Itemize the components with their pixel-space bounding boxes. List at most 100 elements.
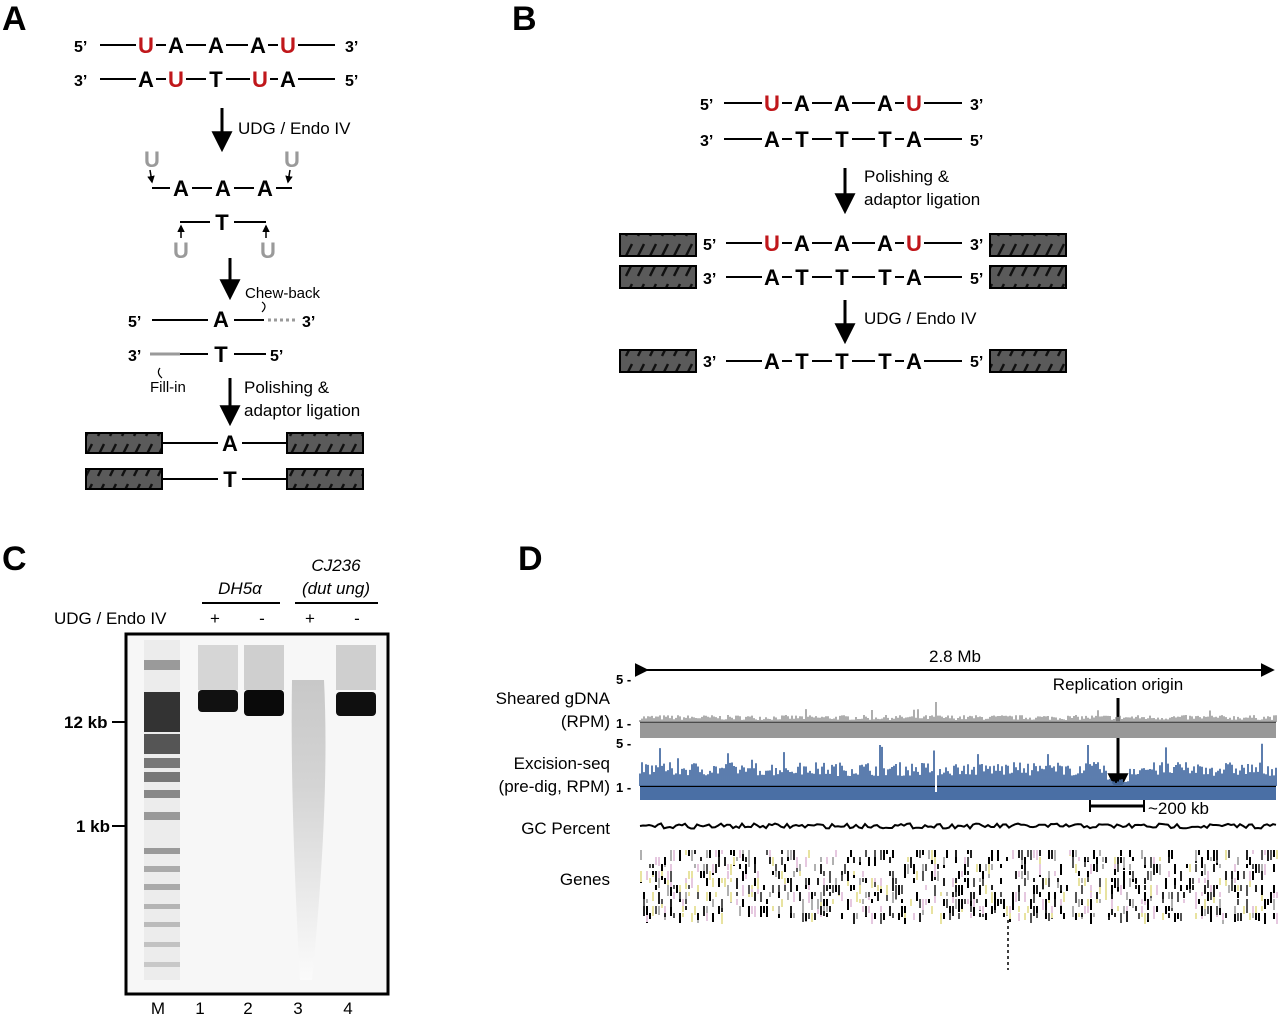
treatment-sign: - (354, 609, 360, 628)
track-label-sheared: Sheared gDNA (496, 689, 611, 708)
five-prime-label: 5’ (700, 97, 713, 114)
panel-d: D 2.8 Mb Replication origin Sheared gDNA… (496, 540, 1278, 970)
size-marker-12kb: 12 kb (64, 713, 107, 732)
panel-b: B 5’ U A A A U 3’ 3’ A T T (512, 0, 1067, 374)
base: T (795, 349, 809, 374)
base: T (223, 467, 237, 492)
five-prime-label: 5’ (345, 73, 358, 90)
three-prime-label: 3’ (128, 348, 141, 365)
base: A (834, 231, 850, 256)
track-tick-max: 5 - (616, 736, 631, 751)
adaptor-block (989, 349, 1067, 373)
uracil-base: U (138, 33, 154, 58)
base: A (764, 265, 780, 290)
uracil-base: U (252, 67, 268, 92)
three-prime-label: 3’ (700, 133, 713, 150)
uracil-base: U (764, 231, 780, 256)
scale-bar-label: ~200 kb (1148, 799, 1209, 818)
panel-b-top-strand: 5’ U A A A U 3’ (700, 90, 983, 116)
base: T (835, 127, 849, 152)
three-prime-label: 3’ (302, 314, 315, 331)
step-udg-endoiv: UDG / Endo IV (238, 119, 351, 138)
track-label-genes: Genes (560, 870, 610, 889)
adaptor-block (619, 233, 697, 257)
genes-track (640, 850, 1278, 970)
panel-a-label: A (2, 0, 27, 38)
panel-a-processed: 5’ A 3’ 3’ T 5’ Fill-in (128, 301, 315, 396)
track-label-gc: GC Percent (521, 819, 610, 838)
sheared-track-signal (639, 702, 1277, 722)
panel-d-label: D (518, 540, 543, 578)
lane-label: 2 (243, 999, 252, 1017)
uracil-base: U (168, 67, 184, 92)
base: A (168, 33, 184, 58)
base: T (878, 265, 892, 290)
five-prime-label: 5’ (970, 271, 983, 288)
removed-uracil: U (284, 147, 300, 172)
base: A (794, 231, 810, 256)
track-label-excision-units: (pre-dig, RPM) (499, 777, 610, 796)
base: A (906, 127, 922, 152)
group-cj236-genotype: (dut ung) (302, 579, 370, 598)
panel-a: A 5’ U A A A U 3’ 3’ A U (2, 0, 364, 492)
base: A (173, 176, 189, 201)
panel-b-final: 3’ A T T T A 5’ (619, 348, 1067, 374)
removed-uracil: U (173, 238, 189, 263)
sheared-gdna-track (639, 702, 1277, 738)
lane-label: M (151, 999, 165, 1017)
base: A (213, 307, 229, 332)
excision-seq-track (639, 738, 1277, 800)
base: T (878, 349, 892, 374)
size-marker-1kb: 1 kb (76, 817, 110, 836)
five-prime-label: 5’ (74, 39, 87, 56)
base: T (795, 265, 809, 290)
base: A (906, 349, 922, 374)
treatment-sign: + (305, 609, 315, 628)
three-prime-label: 3’ (970, 97, 983, 114)
gel-image (124, 632, 390, 996)
step-adaptor-ligation: adaptor ligation (864, 190, 980, 209)
gc-percent-track (639, 821, 1277, 830)
panel-a-bottom-strand: 3’ A U T U A 5’ (74, 66, 358, 92)
adaptor-block (619, 349, 697, 373)
uracil-base: U (280, 33, 296, 58)
lane-label: 4 (343, 999, 352, 1017)
track-tick-min: 1 - (616, 780, 631, 795)
group-dh5a-label: DH5α (218, 579, 263, 598)
step-udg-endoiv: UDG / Endo IV (864, 309, 977, 328)
three-prime-label: 3’ (345, 39, 358, 56)
adaptor-block (85, 468, 163, 490)
uracil-base: U (906, 91, 922, 116)
three-prime-label: 3’ (970, 237, 983, 254)
adaptor-block (989, 265, 1067, 289)
base: A (215, 176, 231, 201)
panel-b-ligated: 5’ U A A A U 3’ 3’ A T T T A (619, 230, 1067, 290)
panel-a-ligated: A T (85, 430, 364, 492)
three-prime-label: 3’ (703, 271, 716, 288)
base: T (795, 127, 809, 152)
track-tick-min: 1 - (616, 716, 631, 731)
base: A (280, 67, 296, 92)
base: A (877, 91, 893, 116)
base: A (906, 265, 922, 290)
base: A (250, 33, 266, 58)
adaptor-block (619, 265, 697, 289)
panel-b-bottom-strand: 3’ A T T T A 5’ (700, 126, 983, 152)
adaptor-block (286, 432, 364, 454)
replication-origin-label: Replication origin (1053, 675, 1183, 694)
treatment-sign: - (259, 609, 265, 628)
chew-back-label: Chew-back (245, 285, 321, 302)
fill-in-label: Fill-in (150, 379, 186, 396)
five-prime-label: 5’ (970, 354, 983, 371)
five-prime-label: 5’ (128, 314, 141, 331)
base: T (215, 210, 229, 235)
base: A (257, 176, 273, 201)
base: A (208, 33, 224, 58)
five-prime-label: 5’ (970, 133, 983, 150)
treatment-sign: + (210, 609, 220, 628)
adaptor-block (85, 432, 163, 454)
base: T (209, 67, 223, 92)
excision-track-signal (639, 743, 1277, 786)
base: A (834, 91, 850, 116)
span-label: 2.8 Mb (929, 647, 981, 666)
